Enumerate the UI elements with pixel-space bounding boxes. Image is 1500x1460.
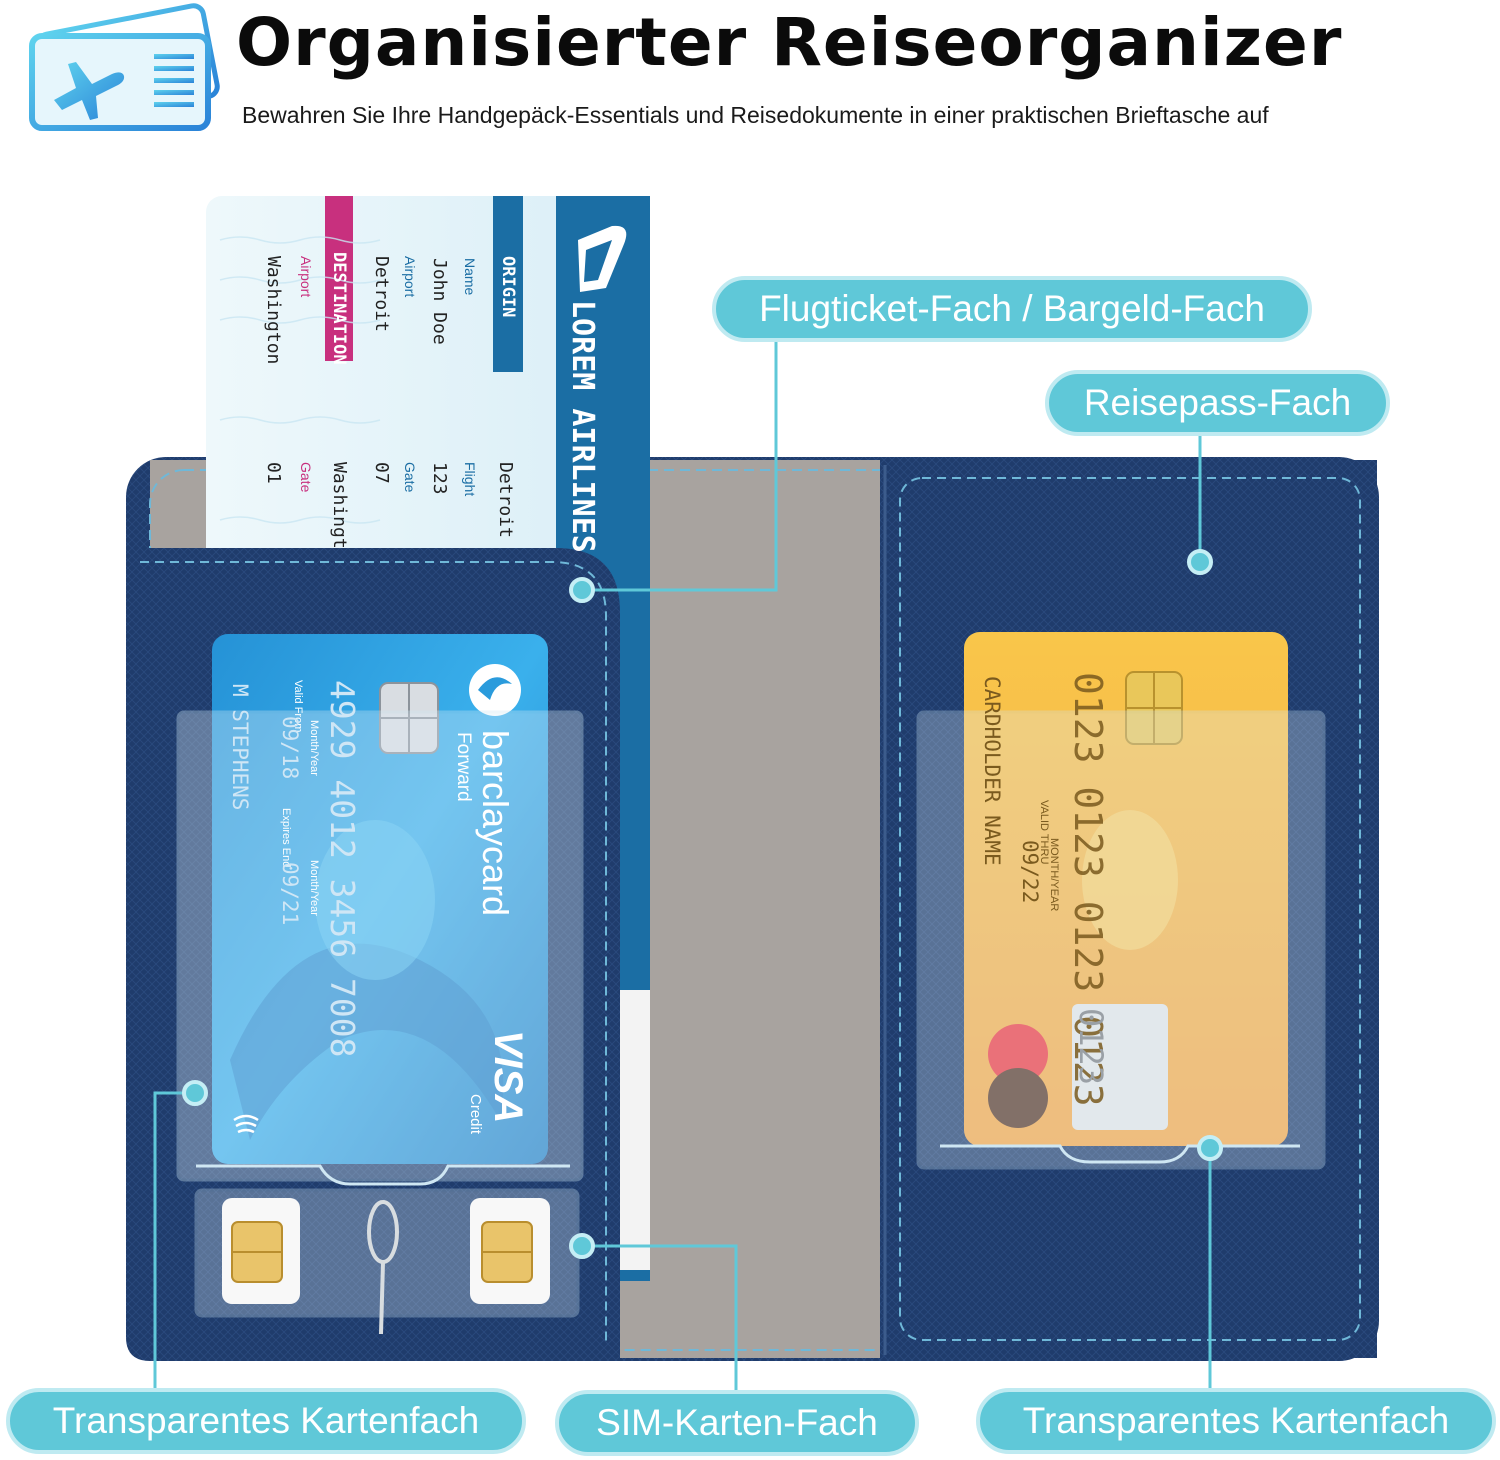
ticket-airplane-icon bbox=[24, 0, 224, 134]
ticket-col-detroit: Detroit bbox=[495, 462, 516, 538]
connector-card-left bbox=[153, 1091, 195, 1392]
ticket-airline: LOREM AIRLINES bbox=[565, 300, 600, 553]
callout-dot-card-right bbox=[1197, 1135, 1223, 1161]
ticket-name-label: Name bbox=[462, 258, 478, 296]
ticket-name-value: John Doe bbox=[429, 258, 450, 345]
connector-ticket bbox=[582, 338, 778, 592]
callout-dot-ticket bbox=[569, 577, 595, 603]
callout-dot-passport bbox=[1187, 549, 1213, 575]
gold-card-holder: CARDHOLDER NAME bbox=[980, 676, 1004, 866]
blue-card-credit: Credit bbox=[467, 1094, 484, 1135]
callout-dot-card-left bbox=[182, 1080, 208, 1106]
ticket-destination-label: DESTINATION bbox=[329, 252, 349, 365]
blue-card-expiry: 09/21 bbox=[278, 862, 302, 926]
ticket-flight-label: Flight bbox=[462, 462, 478, 497]
blue-card-brand: barclaycard bbox=[475, 730, 516, 917]
callout-ticket-cash: Flugticket-Fach / Bargeld-Fach bbox=[712, 276, 1312, 342]
gold-credit-card bbox=[964, 632, 1288, 1146]
ticket-origin-airport-label: Airport bbox=[402, 256, 418, 298]
gold-card-month-year: MONTH/YEAR bbox=[1048, 838, 1060, 912]
blue-credit-card bbox=[212, 634, 548, 1164]
blue-card-month-year-1: Month/Year bbox=[308, 720, 320, 776]
wallet-illustration bbox=[126, 196, 1379, 1396]
blue-card-number: 4929 4012 3456 7008 bbox=[323, 680, 362, 1058]
ticket-origin-gate-label: Gate bbox=[402, 462, 418, 493]
callout-sim: SIM-Karten-Fach bbox=[555, 1390, 919, 1456]
callout-card-left: Transparentes Kartenfach bbox=[6, 1388, 526, 1454]
ticket-flight-value: 123 bbox=[429, 462, 450, 495]
callout-passport: Reisepass-Fach bbox=[1045, 370, 1390, 436]
sim-slots bbox=[194, 1188, 580, 1335]
gold-card-strip-number: 0123 bbox=[1072, 1008, 1110, 1086]
blue-card-month-year-2: Month/Year bbox=[308, 860, 320, 916]
ticket-dest-gate-label: Gate bbox=[298, 462, 314, 493]
connector-sim bbox=[582, 1244, 738, 1396]
blue-card-expires-label: Expires End bbox=[280, 808, 292, 868]
ticket-col-washington: Washingt bbox=[329, 462, 350, 549]
page-subtitle: Bewahren Sie Ihre Handgepäck-Essentials … bbox=[242, 102, 1269, 128]
blue-card-network: VISA bbox=[486, 1030, 530, 1124]
blue-card-from-date: 09/18 bbox=[278, 716, 302, 780]
callout-dot-sim bbox=[569, 1233, 595, 1259]
blue-card-holder: M STEPHENS bbox=[228, 684, 252, 811]
gold-card-expiry: 09/22 bbox=[1018, 840, 1042, 904]
blue-card-tagline: Forward bbox=[453, 732, 474, 802]
callout-card-right: Transparentes Kartenfach bbox=[976, 1388, 1496, 1454]
ticket-origin-airport: Detroit bbox=[371, 256, 392, 332]
ticket-origin-gate: 07 bbox=[371, 462, 392, 484]
ticket-origin-label: ORIGIN bbox=[498, 256, 518, 318]
contactless-icon bbox=[232, 1110, 260, 1138]
ticket-dest-airport-label: Airport bbox=[298, 256, 314, 298]
ticket-dest-gate: 01 bbox=[263, 462, 284, 484]
ticket-dest-airport: Washington bbox=[263, 256, 284, 365]
page-title: Organisierter Reiseorganizer bbox=[236, 4, 1343, 81]
